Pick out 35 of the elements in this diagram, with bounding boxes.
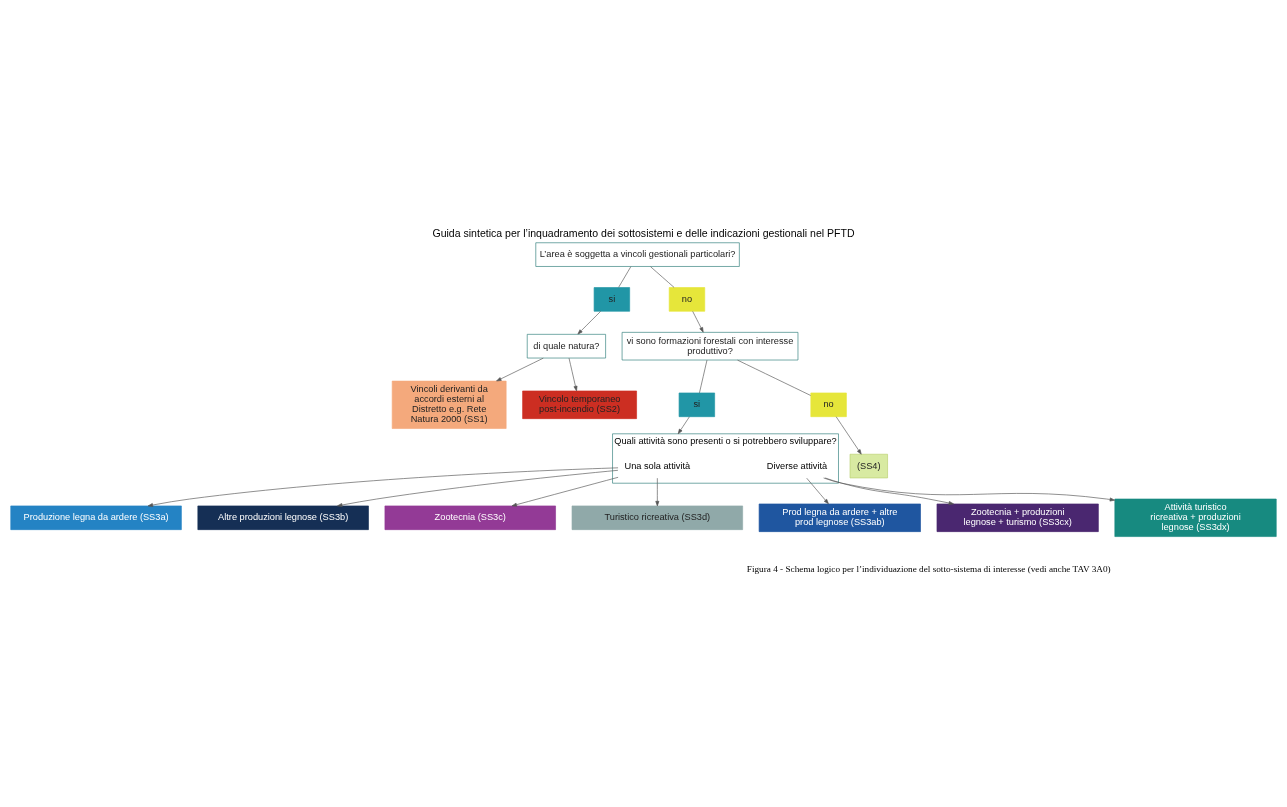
connector xyxy=(650,266,675,288)
connector xyxy=(737,359,811,396)
diagram-title: Guida sintetica per l’inquadramento dei sottosistemi e delle indicazioni gestionali nel PFTD xyxy=(432,226,855,239)
node-box: Prod legna da ardere + altre prod legnose (SS3ab) xyxy=(758,503,921,532)
node-box: no xyxy=(810,392,847,417)
node-box: Zootecnia (SS3c) xyxy=(384,505,556,530)
node-text: Diverse attività xyxy=(766,460,828,471)
arrow xyxy=(337,470,619,507)
node-box: di quale natura? xyxy=(526,334,606,359)
node-box: Vincolo temporaneo post-incendio (SS2) xyxy=(522,390,637,419)
arrow xyxy=(577,311,601,335)
node-box: si xyxy=(678,392,715,417)
arrow xyxy=(692,311,704,333)
arrow xyxy=(823,477,1115,502)
node-box: Turistico ricreativa (SS3d) xyxy=(571,505,743,530)
node-box: L’area è soggetta a vincoli gestionali particolari? xyxy=(535,242,740,267)
node-text: Una sola attività xyxy=(624,460,691,471)
node-box: si xyxy=(593,287,630,312)
arrow xyxy=(677,416,690,435)
arrow xyxy=(806,477,829,505)
arrow xyxy=(496,357,544,382)
arrow xyxy=(655,477,660,507)
arrow xyxy=(835,416,862,455)
arrow xyxy=(568,357,578,392)
node-box: vi sono formazioni forestali con interesse produttivo? xyxy=(621,332,799,361)
node-box: Attività turistico ricreativa + produzioni legnose (SS3dx) xyxy=(1114,498,1277,537)
arrow xyxy=(824,477,954,505)
arrow xyxy=(511,477,619,507)
node-box: (SS4) xyxy=(849,453,888,479)
node-box: Vincoli derivanti da accordi esterni al Distretto e.g. Rete Natura 2000 (SS1) xyxy=(391,380,507,429)
caption: Figura 4 - Schema logico per l’individuazione del sotto-sistema di interesse (vedi anche TAV 3A0) xyxy=(746,563,1111,574)
connector xyxy=(699,359,708,394)
connector xyxy=(618,266,632,288)
node-box: no xyxy=(668,287,706,312)
arrow xyxy=(147,467,619,507)
